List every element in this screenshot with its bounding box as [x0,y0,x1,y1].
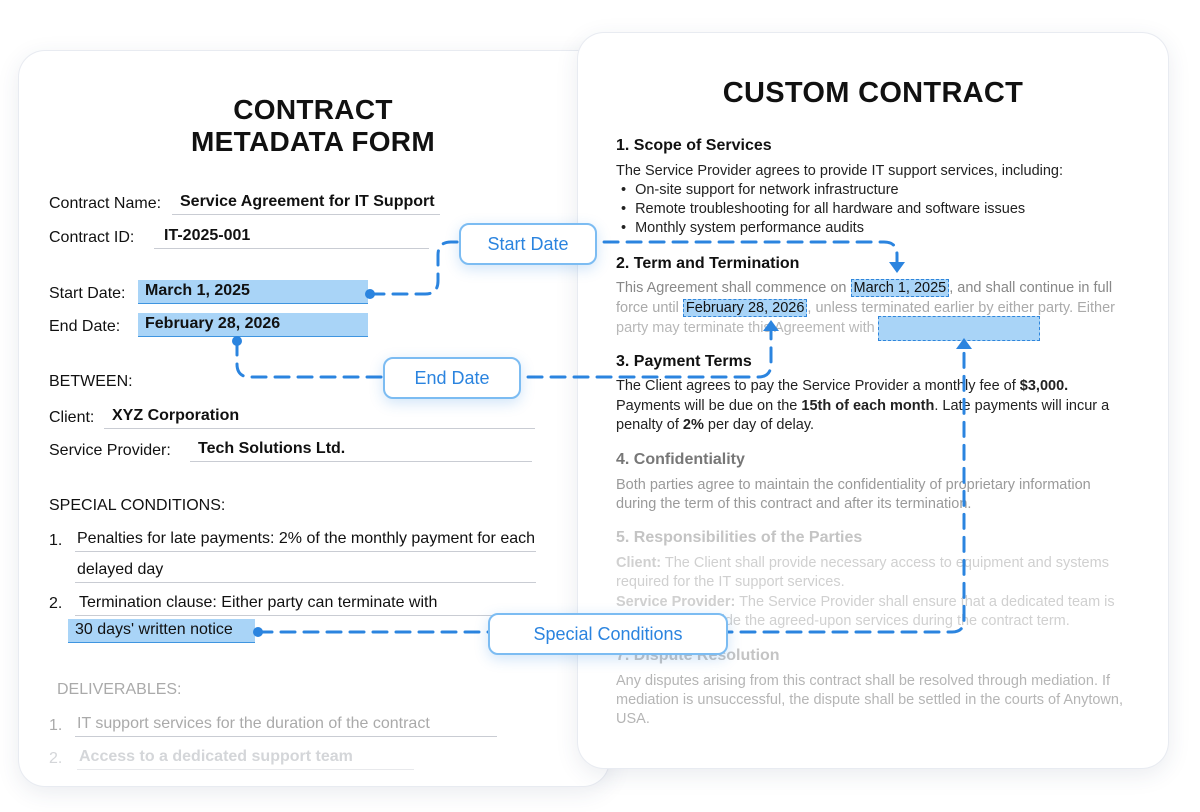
text-span: per day of delay. [703,417,815,433]
section-4-heading: 4. Confidentiality [616,451,745,468]
deliverable-1-field[interactable]: IT support services for the duration of … [75,715,497,737]
section-2-line3: party may terminate this Agreement with [616,320,875,336]
start-date-chip[interactable]: March 1, 2025 [850,279,950,297]
text-span: . Late payments will incur a [934,398,1110,414]
condition-number: 2. [49,595,63,612]
section-3-heading: 3. Payment Terms [616,353,752,370]
text-span: force until [616,300,679,316]
form-title-line1: CONTRACT [233,94,393,125]
section-5-provider-line1: Service Provider: The Service Provider s… [616,593,1115,613]
text-span: , unless terminated earlier by either pa… [807,300,1116,316]
section-5-client-line2: required for the IT support services. [616,574,845,590]
due-date: 15th of each month [801,398,935,414]
scope-bullet: Monthly system performance audits [621,220,864,236]
provider-field[interactable]: Tech Solutions Ltd. [190,440,532,462]
section-3-line1: The Client agrees to pay the Service Pro… [616,377,1068,397]
client-term: Client: [616,555,662,571]
provider-label: Service Provider: [49,442,171,459]
text-span: penalty of [616,417,683,433]
section-7-line3: USA. [616,711,650,727]
end-date-tag: End Date [383,357,521,399]
section-2-line1: This Agreement shall commence on March 1… [616,279,1112,299]
condition-1-line2[interactable]: delayed day [75,561,536,583]
provider-term: Service Provider: [616,594,736,610]
form-title-line2: METADATA FORM [191,126,435,157]
notice-period-chip[interactable] [878,316,1040,341]
contract-name-label: Contract Name: [49,195,162,212]
custom-contract-card: CUSTOM CONTRACT 1. Scope of Services The… [578,33,1168,768]
section-3-line3: penalty of 2% per day of delay. [616,416,814,436]
text-span: The Client agrees to pay the Service Pro… [616,378,1020,394]
special-conditions-label: SPECIAL CONDITIONS: [49,497,226,514]
deliverables-label: DELIVERABLES: [57,681,182,698]
text-span: The Service Provider shall ensure that a… [735,594,1115,610]
section-3-line2: Payments will be due on the 15th of each… [616,397,1109,417]
scope-bullet: Remote troubleshooting for all hardware … [621,201,1025,217]
start-date-tag: Start Date [459,223,597,265]
section-1-heading: 1. Scope of Services [616,137,772,154]
condition-2-line1[interactable]: Termination clause: Either party can ter… [75,594,530,616]
condition-1-line1[interactable]: Penalties for late payments: 2% of the m… [75,530,536,552]
section-4-line2: during the term of this contract and aft… [616,496,972,512]
condition-number: 1. [49,532,63,549]
contract-name-field[interactable]: Service Agreement for IT Support [172,193,440,215]
scope-bullet: On-site support for network infrastructu… [621,182,899,198]
penalty-rate: 2% [682,417,704,433]
end-date-label: End Date: [49,318,121,335]
between-label: BETWEEN: [49,373,133,390]
section-2-heading: 2. Term and Termination [616,255,800,272]
deliverable-number: 2. [49,750,63,767]
start-date-field[interactable]: March 1, 2025 [138,280,368,304]
client-label: Client: [49,409,95,426]
contract-title: CUSTOM CONTRACT [722,77,1024,109]
deliverable-2-field[interactable]: Access to a dedicated support team [77,748,414,770]
metadata-form-card: CONTRACT METADATA FORM Contract Name: Se… [19,51,609,786]
section-5-client-line1: Client: The Client shall provide necessa… [616,554,1109,574]
text-span: The Client shall provide necessary acces… [661,555,1109,571]
section-7-line2: mediation is unsuccessful, the dispute s… [616,692,1123,708]
start-date-label: Start Date: [49,285,126,302]
monthly-fee: $3,000. [1019,378,1069,394]
special-conditions-tag: Special Conditions [488,613,728,655]
deliverable-number: 1. [49,717,63,734]
end-date-field[interactable]: February 28, 2026 [138,313,368,337]
section-4-line1: Both parties agree to maintain the confi… [616,477,1091,493]
end-date-chip[interactable]: February 28, 2026 [682,299,808,317]
section-1-intro: The Service Provider agrees to provide I… [616,163,1064,179]
text-span: Payments will be due on the [616,398,802,414]
client-field[interactable]: XYZ Corporation [104,407,535,429]
section-7-line1: Any disputes arising from this contract … [616,673,1111,689]
contract-id-field[interactable]: IT-2025-001 [154,227,429,249]
section-5-heading: 5. Responsibilities of the Parties [616,529,863,546]
text-span: This Agreement shall commence on [616,280,847,296]
contract-id-label: Contract ID: [49,229,135,246]
text-span: , and shall continue in full [949,280,1113,296]
form-title: CONTRACT METADATA FORM [19,94,607,158]
section-2-line2: force until February 28, 2026, unless te… [616,299,1115,319]
condition-2-line2[interactable]: 30 days' written notice [68,619,255,643]
